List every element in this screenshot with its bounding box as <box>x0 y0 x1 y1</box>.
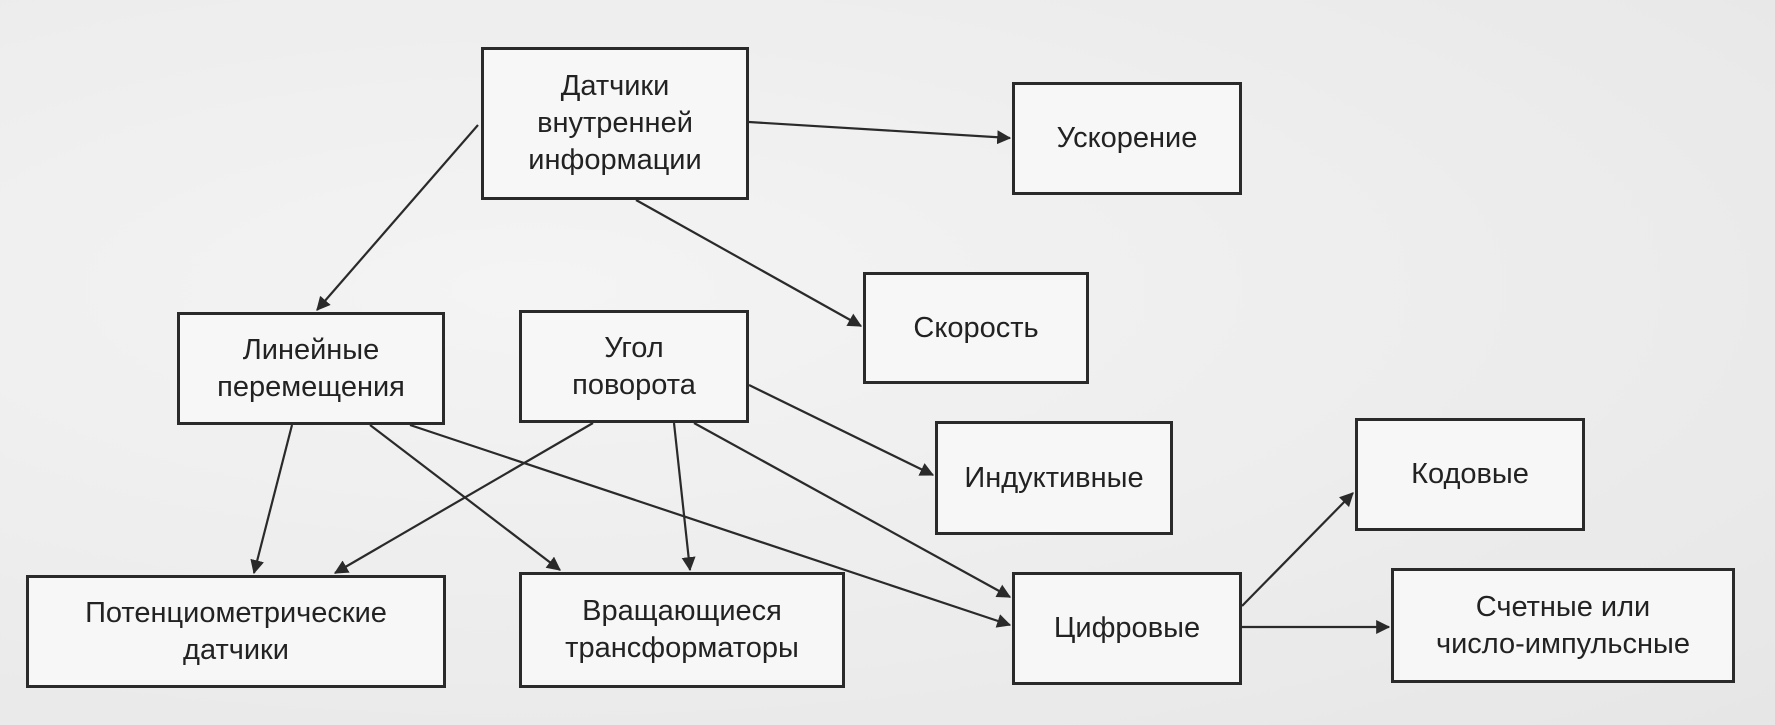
node-acceleration-label: Ускорение <box>1056 122 1198 154</box>
edge-angle-to-digital <box>693 422 1012 598</box>
node-counting-pulse: Счетные или число-импульсные <box>1391 568 1735 683</box>
node-digital: Цифровые <box>1012 572 1242 685</box>
edge-angle-to-inductive <box>748 384 935 476</box>
edge-sensors-to-accel <box>748 120 1012 145</box>
node-rotation-angle: Угол поворота <box>519 310 749 423</box>
node-counting-pulse-label: Счетные или число-импульсные <box>1435 590 1691 660</box>
node-linear-displacement: Линейные перемещения <box>177 312 445 425</box>
node-speed-label: Скорость <box>913 311 1039 344</box>
node-rotation-angle-label: Угол поворота <box>572 331 696 401</box>
node-speed: Скорость <box>863 272 1089 384</box>
node-code: Кодовые <box>1355 418 1585 531</box>
edge-linear-to-potentio <box>250 424 294 575</box>
edge-linear-to-digital <box>409 423 1012 628</box>
edge-digital-to-code <box>1241 492 1354 607</box>
node-inductive-label: Индуктивные <box>964 461 1144 494</box>
node-linear-displacement-label: Линейные перемещения <box>217 333 405 403</box>
node-internal-sensors: Датчики внутренней информации <box>481 47 749 200</box>
node-internal-sensors-label: Датчики внутренней информации <box>528 70 702 176</box>
node-digital-label: Цифровые <box>1053 612 1201 644</box>
edge-sensors-to-speed <box>635 199 863 327</box>
node-acceleration: Ускорение <box>1012 82 1242 195</box>
node-code-label: Кодовые <box>1411 458 1529 490</box>
edge-angle-to-potentio <box>333 422 594 574</box>
node-rotating-transformers: Вращающиеся трансформаторы <box>519 572 845 688</box>
node-potentiometric: Потенциометрические датчики <box>26 575 446 688</box>
edge-sensors-to-linear <box>316 124 479 311</box>
node-inductive: Индуктивные <box>935 421 1173 535</box>
node-rotating-transformers-label: Вращающиеся трансформаторы <box>565 595 799 664</box>
edge-angle-to-rotating <box>672 422 696 572</box>
node-potentiometric-label: Потенциометрические датчики <box>85 596 387 666</box>
